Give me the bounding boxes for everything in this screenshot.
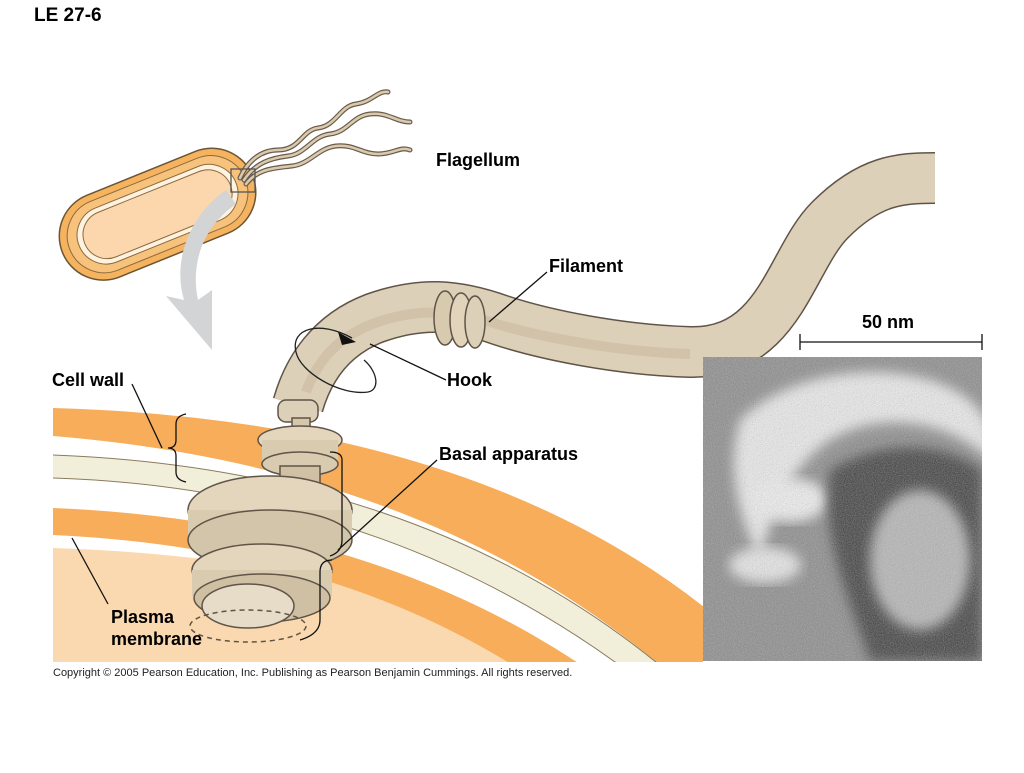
bacterium-illustration — [58, 147, 257, 281]
label-plasma-line2: membrane — [111, 629, 203, 649]
filament-end — [935, 140, 995, 220]
zoom-box — [230, 168, 256, 193]
wavy-flagella — [237, 89, 413, 187]
scale-bar — [799, 334, 983, 350]
cell-envelope-panel — [53, 408, 703, 662]
figure-title: LE 27-6 — [34, 5, 102, 26]
label-plasma-membrane: Plasma membrane — [111, 606, 202, 650]
label-cell-wall: Cell wall — [52, 370, 125, 390]
label-filament: Filament — [549, 256, 624, 276]
label-plasma-line1: Plasma — [111, 607, 175, 627]
copyright-notice: Copyright © 2005 Pearson Education, Inc.… — [53, 667, 573, 679]
basal-apparatus — [187, 399, 353, 643]
rotation-arrow — [294, 327, 377, 394]
electron-micrograph — [703, 357, 982, 661]
label-basal-apparatus: Basal apparatus — [439, 444, 579, 464]
label-hook: Hook — [447, 370, 492, 390]
hook-collar — [433, 290, 486, 349]
label-scale-bar: 50 nm — [862, 312, 915, 332]
label-flagellum: Flagellum — [436, 150, 521, 170]
leader-lines — [71, 271, 548, 641]
zoom-arrow — [166, 190, 236, 350]
